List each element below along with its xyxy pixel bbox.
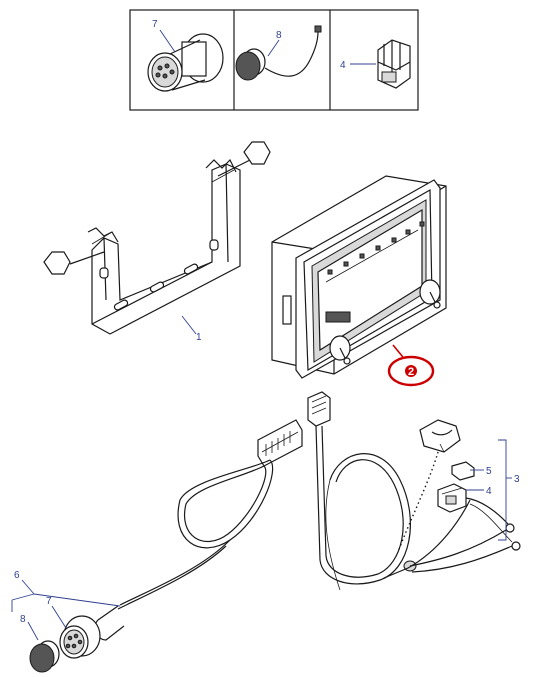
toggle-switch-right-icon: [419, 279, 441, 309]
inset-connector-clip-icon: [377, 39, 411, 89]
wiring-harness: [29, 391, 521, 673]
label-harness: 6: [14, 570, 20, 581]
control-unit-housing: [271, 175, 447, 379]
label-cap: 8: [20, 614, 26, 625]
label-control-unit: 2: [408, 366, 414, 378]
small-plug-connector-icon: [307, 391, 331, 427]
round-connector-icon: [59, 605, 125, 659]
toggle-switch-left-icon: [329, 335, 351, 365]
label-connector: 7: [46, 596, 52, 607]
bracket-knob-left-icon: [43, 227, 119, 275]
inset-round-connector-icon: [147, 33, 224, 92]
inset-label-cap: 8: [276, 30, 282, 41]
bracket-knob-right-icon: [205, 141, 271, 183]
ring-terminal-icon: [505, 523, 521, 551]
brand-logo-icon: [325, 311, 351, 323]
connector-cap-icon: [29, 640, 60, 673]
inset-panel: 7 8 4: [129, 9, 419, 111]
led-indicator-row: [325, 221, 425, 283]
multi-pin-connector-icon: [257, 419, 303, 467]
mounting-bracket: [43, 141, 271, 335]
label-part-4: 4: [486, 486, 492, 497]
fuse-holder-icon: [437, 483, 467, 513]
label-bracket: 1: [196, 332, 202, 343]
inset-label-connector: 7: [152, 19, 158, 30]
label-part-3: 3: [514, 474, 520, 485]
fuse-cover-icon: [419, 419, 461, 453]
inset-label-clip: 4: [340, 60, 346, 71]
callout-control-unit: 2: [387, 344, 435, 387]
fuse-icon: [451, 461, 475, 481]
inset-cap-with-cord-icon: [235, 25, 322, 81]
label-group-right: [466, 439, 512, 541]
label-part-5: 5: [486, 466, 492, 477]
